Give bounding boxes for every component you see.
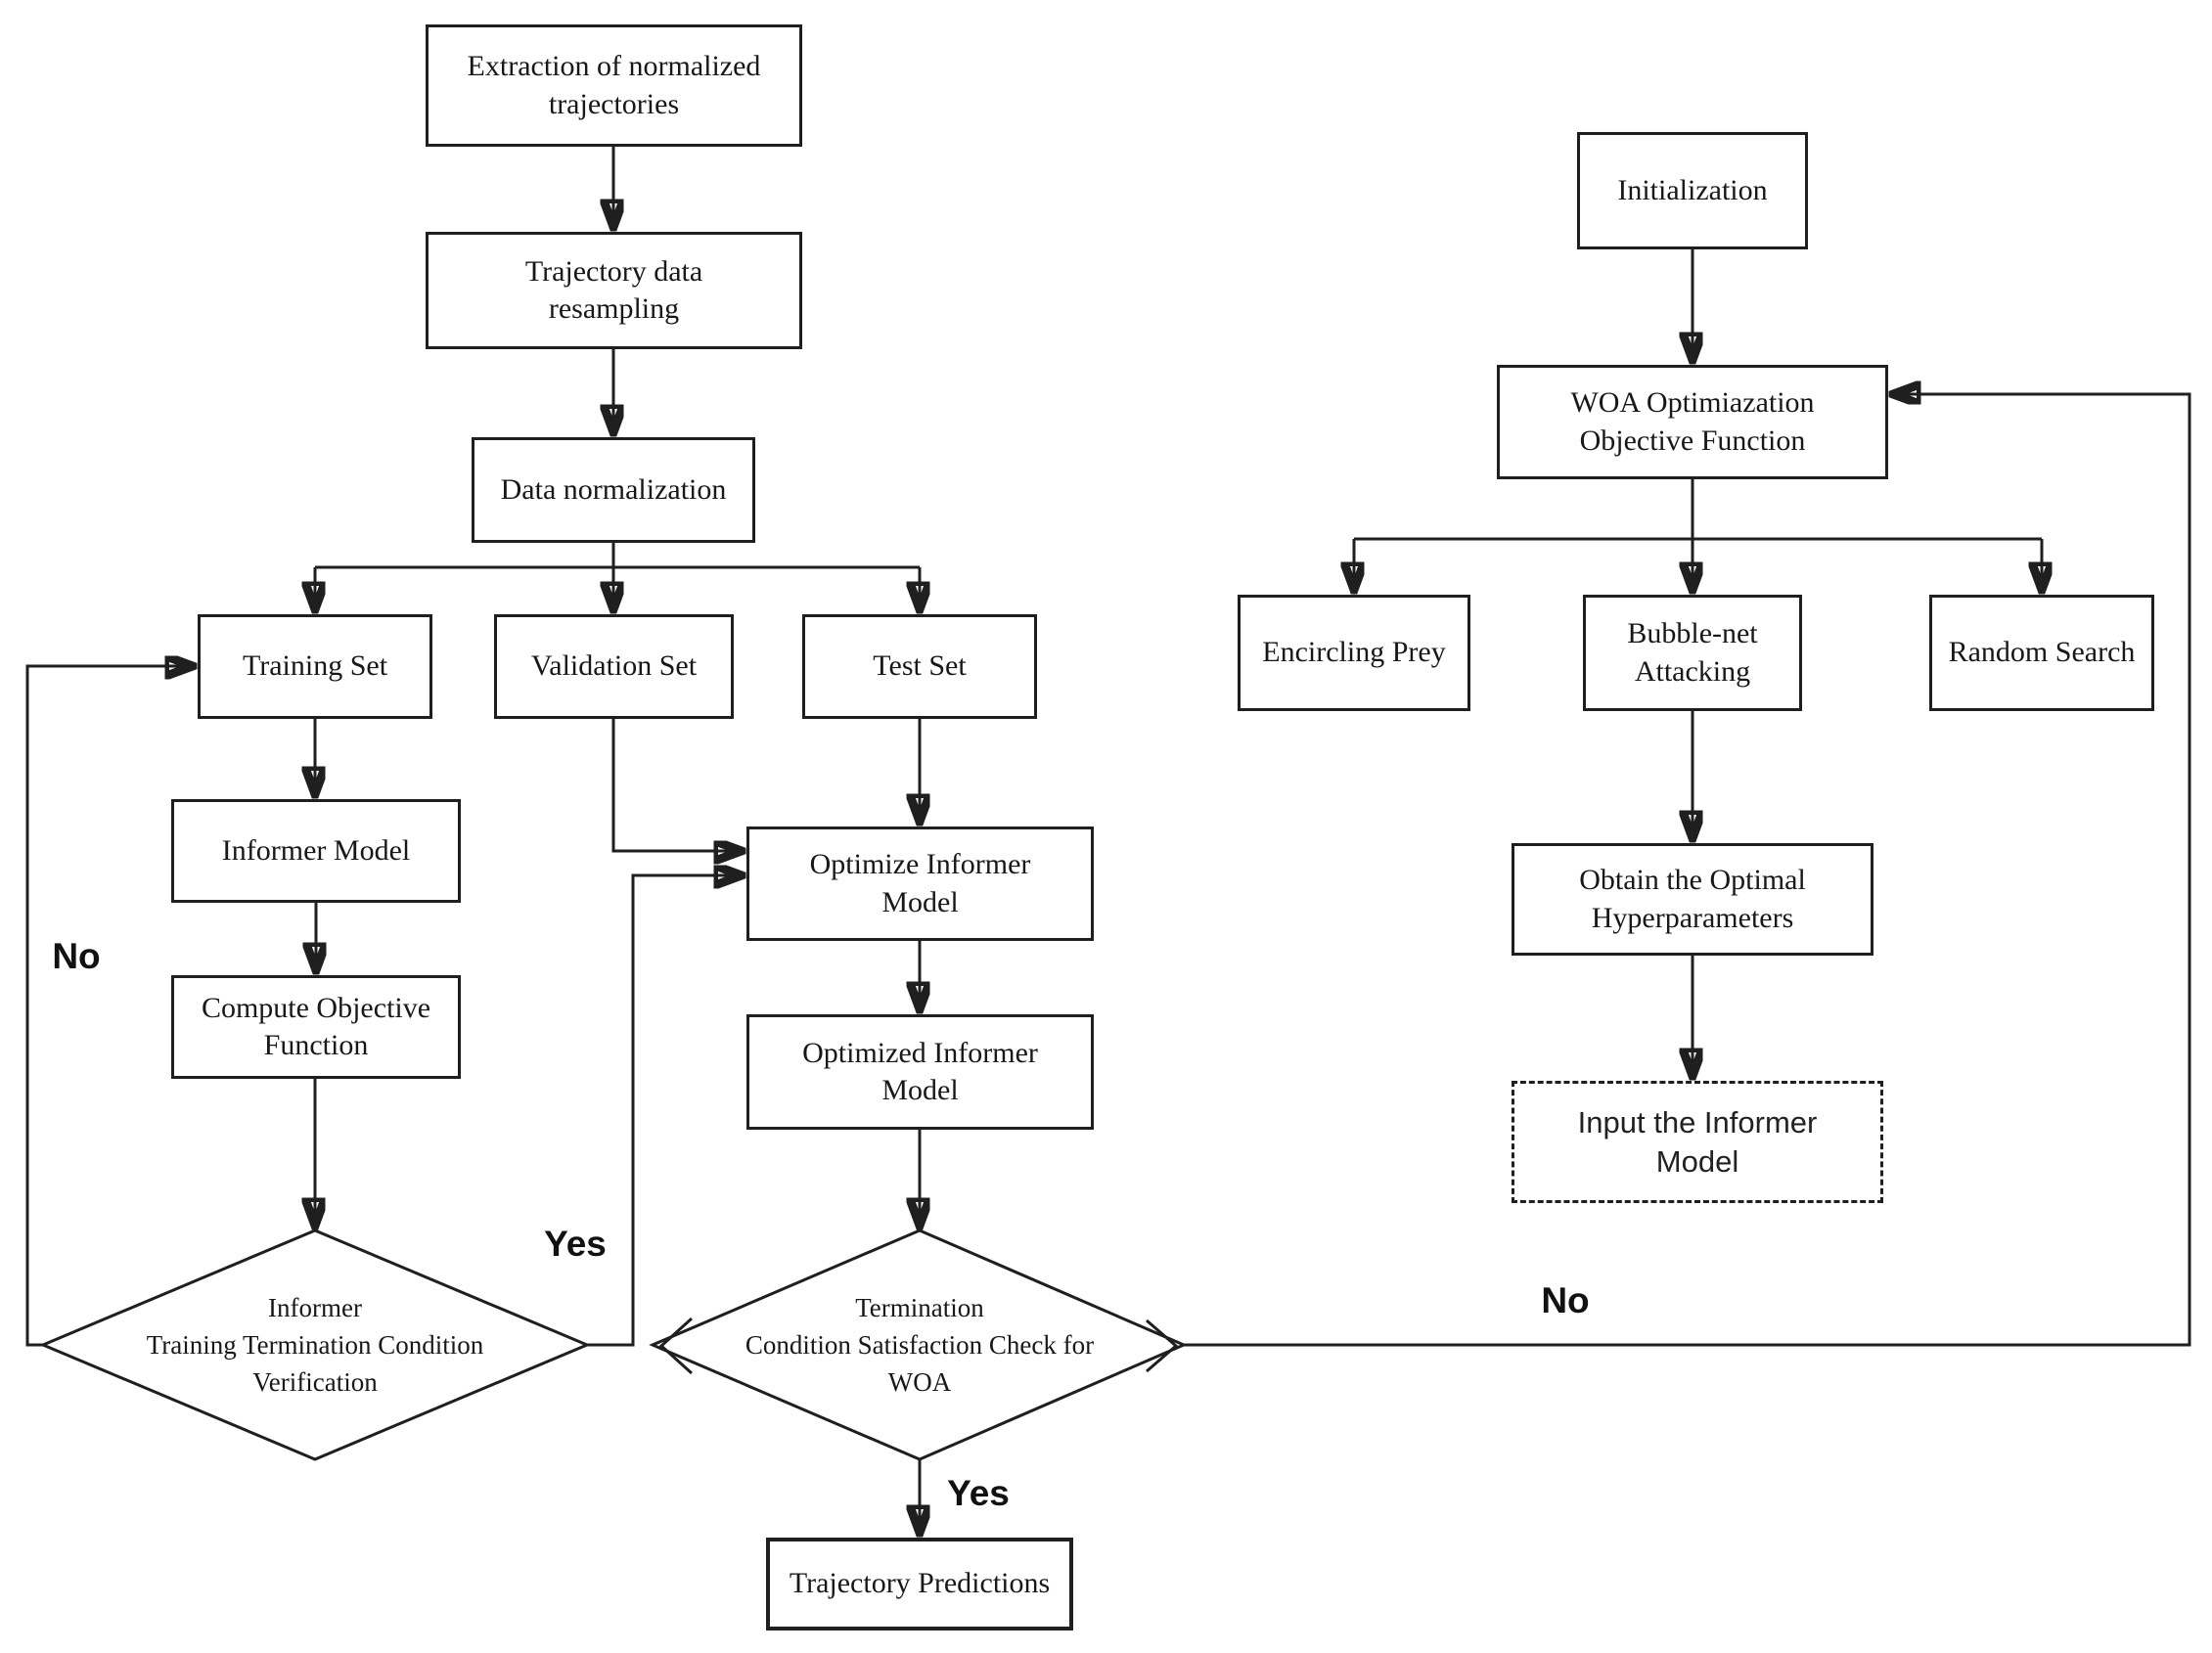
node-random-search: Random Search	[1929, 595, 2154, 711]
label-no-woa-loop: No	[1541, 1280, 1590, 1320]
label-no-training-loop: No	[52, 936, 101, 976]
node-validation-set: Validation Set	[494, 614, 734, 719]
node-informer-model: Informer Model	[171, 799, 461, 903]
woa-decision-left-chevron-icon	[658, 1317, 694, 1375]
edge-no-loop-to-training-set	[25, 666, 190, 1347]
label-yes-woa: Yes	[947, 1473, 1010, 1513]
edge-woa-split-bar	[1354, 479, 2042, 541]
edge-no-loop-to-woa-objective	[1184, 394, 2191, 1347]
node-encircling-prey: Encircling Prey	[1238, 595, 1470, 711]
decision-training-termination-shape	[39, 1229, 591, 1461]
decision-woa-termination-shape	[649, 1229, 1188, 1461]
edge-validation-to-optimize-informer	[611, 719, 739, 851]
node-training-set: Training Set	[198, 614, 432, 719]
edge-yes-to-optimize-informer	[587, 875, 739, 1347]
node-bubble-net-attacking: Bubble-net Attacking	[1583, 595, 1802, 711]
label-yes-training: Yes	[544, 1224, 607, 1264]
node-obtain-optimal-hyperparameters: Obtain the Optimal Hyperparameters	[1512, 843, 1873, 956]
node-initialization: Initialization	[1577, 132, 1808, 249]
edge-normalization-split-bar	[315, 543, 920, 569]
node-input-informer-model: Input the Informer Model	[1512, 1081, 1883, 1203]
node-woa-objective-function: WOA Optimiazation Objective Function	[1497, 365, 1888, 479]
node-extraction: Extraction of normalized trajectories	[426, 24, 802, 147]
node-test-set: Test Set	[802, 614, 1037, 719]
node-data-normalization: Data normalization	[472, 437, 755, 543]
node-optimize-informer-model: Optimize Informer Model	[746, 826, 1094, 941]
node-trajectory-predictions: Trajectory Predictions	[766, 1538, 1073, 1631]
node-compute-objective-function: Compute Objective Function	[171, 975, 461, 1079]
woa-decision-right-chevron-icon	[1146, 1318, 1179, 1373]
node-trajectory-resampling: Trajectory data resampling	[426, 232, 802, 349]
node-optimized-informer-model: Optimized Informer Model	[746, 1014, 1094, 1130]
